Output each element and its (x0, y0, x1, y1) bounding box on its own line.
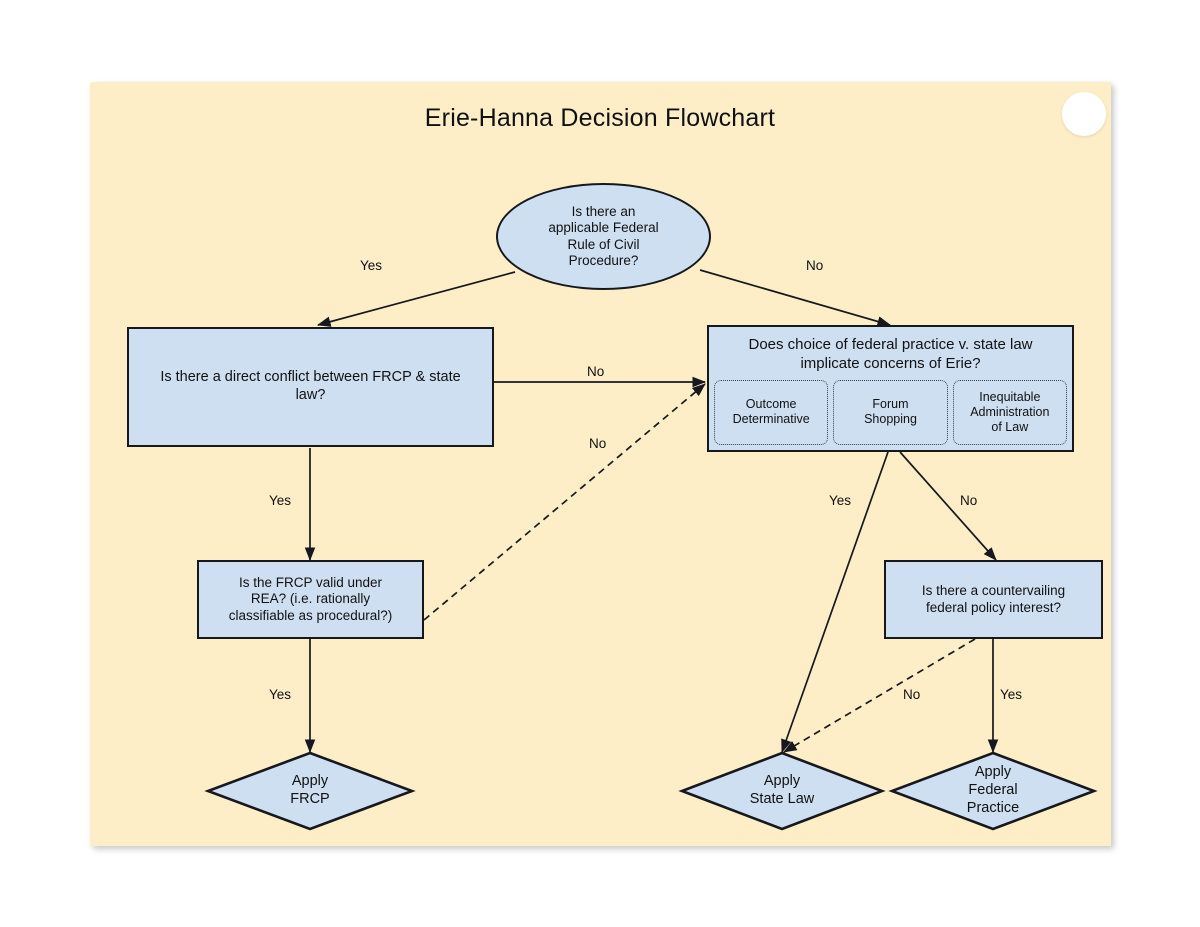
edge-erie-yes (781, 451, 889, 753)
edge-rea-no-dashed (423, 383, 706, 621)
edge-start-yes (317, 271, 516, 327)
edge-label-rea-yes: Yes (269, 687, 292, 702)
node-apply-state-law[interactable]: Apply State Law (678, 751, 886, 831)
edge-countervailing-no-dashed (783, 638, 976, 753)
node-countervailing[interactable]: Is there a countervailing federal policy… (884, 560, 1103, 639)
apply-state-law-shape (678, 751, 886, 831)
edge-label-countervailing-yes: Yes (1000, 687, 1023, 702)
edge-label-countervailing-no: No (903, 687, 921, 702)
edge-label-erie-yes: Yes (829, 493, 852, 508)
erie-factor-group: Outcome Determinative Forum Shopping Ine… (709, 379, 1072, 451)
node-apply-federal-practice[interactable]: Apply Federal Practice (888, 751, 1098, 831)
node-start-oval-label: Is there an applicable Federal Rule of C… (548, 203, 659, 268)
node-direct-conflict[interactable]: Is there a direct conflict between FRCP … (127, 327, 494, 447)
node-start-oval[interactable]: Is there an applicable Federal Rule of C… (496, 183, 711, 290)
edge-label-start-no: No (806, 258, 824, 273)
node-erie-concerns-label: Does choice of federal practice v. state… (748, 336, 1033, 372)
edge-label-rea-no: No (589, 436, 607, 451)
erie-factor-inequitable-administration[interactable]: Inequitable Administration of Law (952, 379, 1067, 445)
corner-circle-decoration (1062, 92, 1106, 136)
edge-label-start-yes: Yes (360, 258, 383, 273)
edge-label-conflict-no: No (587, 364, 605, 379)
page-title: Erie-Hanna Decision Flowchart (424, 104, 776, 132)
node-apply-frcp[interactable]: Apply FRCP (204, 751, 416, 831)
erie-factor-forum-shopping[interactable]: Forum Shopping (833, 379, 948, 445)
apply-frcp-shape (204, 751, 416, 831)
edge-erie-no (899, 451, 997, 561)
edge-label-erie-no: No (960, 493, 978, 508)
edge-start-no (699, 269, 891, 327)
node-direct-conflict-label: Is there a direct conflict between FRCP … (160, 369, 461, 403)
edge-label-conflict-yes: Yes (269, 493, 292, 508)
apply-federal-practice-shape (888, 751, 1098, 831)
erie-factor-outcome-determinative[interactable]: Outcome Determinative (714, 379, 829, 445)
node-erie-concerns[interactable]: Does choice of federal practice v. state… (707, 325, 1074, 452)
node-rea-valid[interactable]: Is the FRCP valid under REA? (i.e. ratio… (197, 560, 424, 639)
node-countervailing-label: Is there a countervailing federal policy… (921, 583, 1066, 615)
node-rea-valid-label: Is the FRCP valid under REA? (i.e. ratio… (228, 574, 393, 623)
